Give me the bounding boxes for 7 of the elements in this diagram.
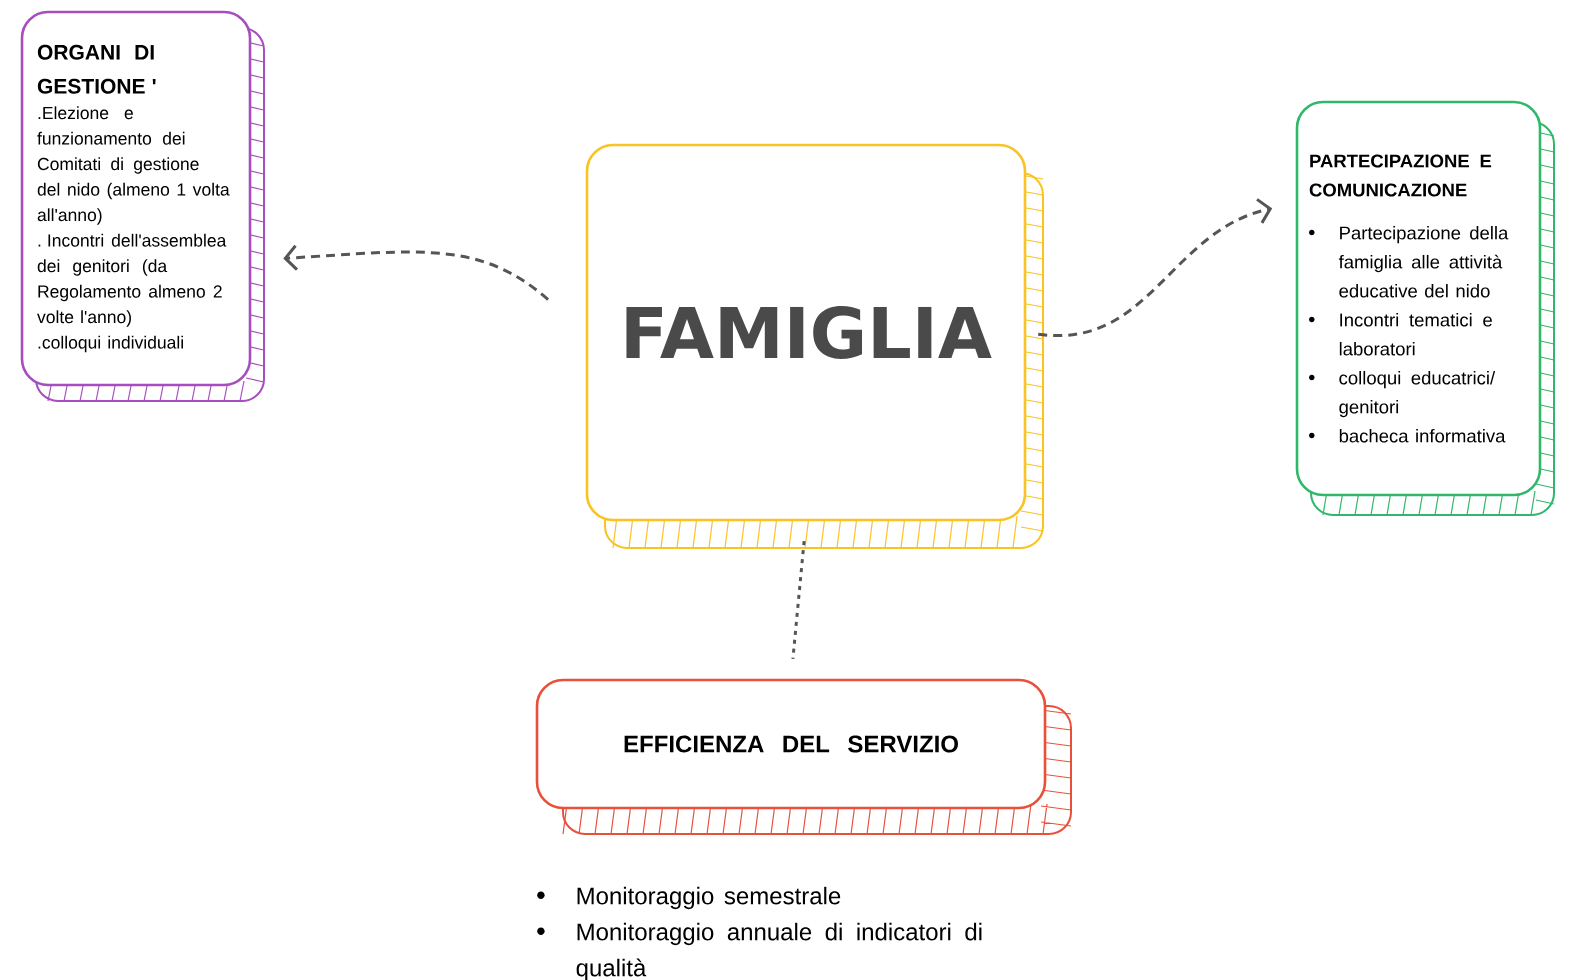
rounded-box: ORGANI DI GESTIONE ' .Elezione e funzionamento dei Comitati di gestione del nido (almeno 1 volta all'anno) . Incontri dell'assemblea dei genitori (da Regolamento almeno 2 volte l'anno) .colloqui individuali <box>20 10 265 402</box>
rounded-box: FAMIGLIA <box>585 143 1044 549</box>
connector <box>791 541 806 659</box>
rounded-box: PARTECIPAZIONE E COMUNICAZIONE Partecipazione della famiglia alle attività educative del nido Incontri tematici e laboratori colloqui educatrici/ genitori bacheca informativa <box>1295 100 1555 516</box>
connector <box>283 244 549 301</box>
connector <box>1038 198 1273 337</box>
rounded-box: EFFICIENZA DEL SERVIZIO <box>535 678 1072 835</box>
